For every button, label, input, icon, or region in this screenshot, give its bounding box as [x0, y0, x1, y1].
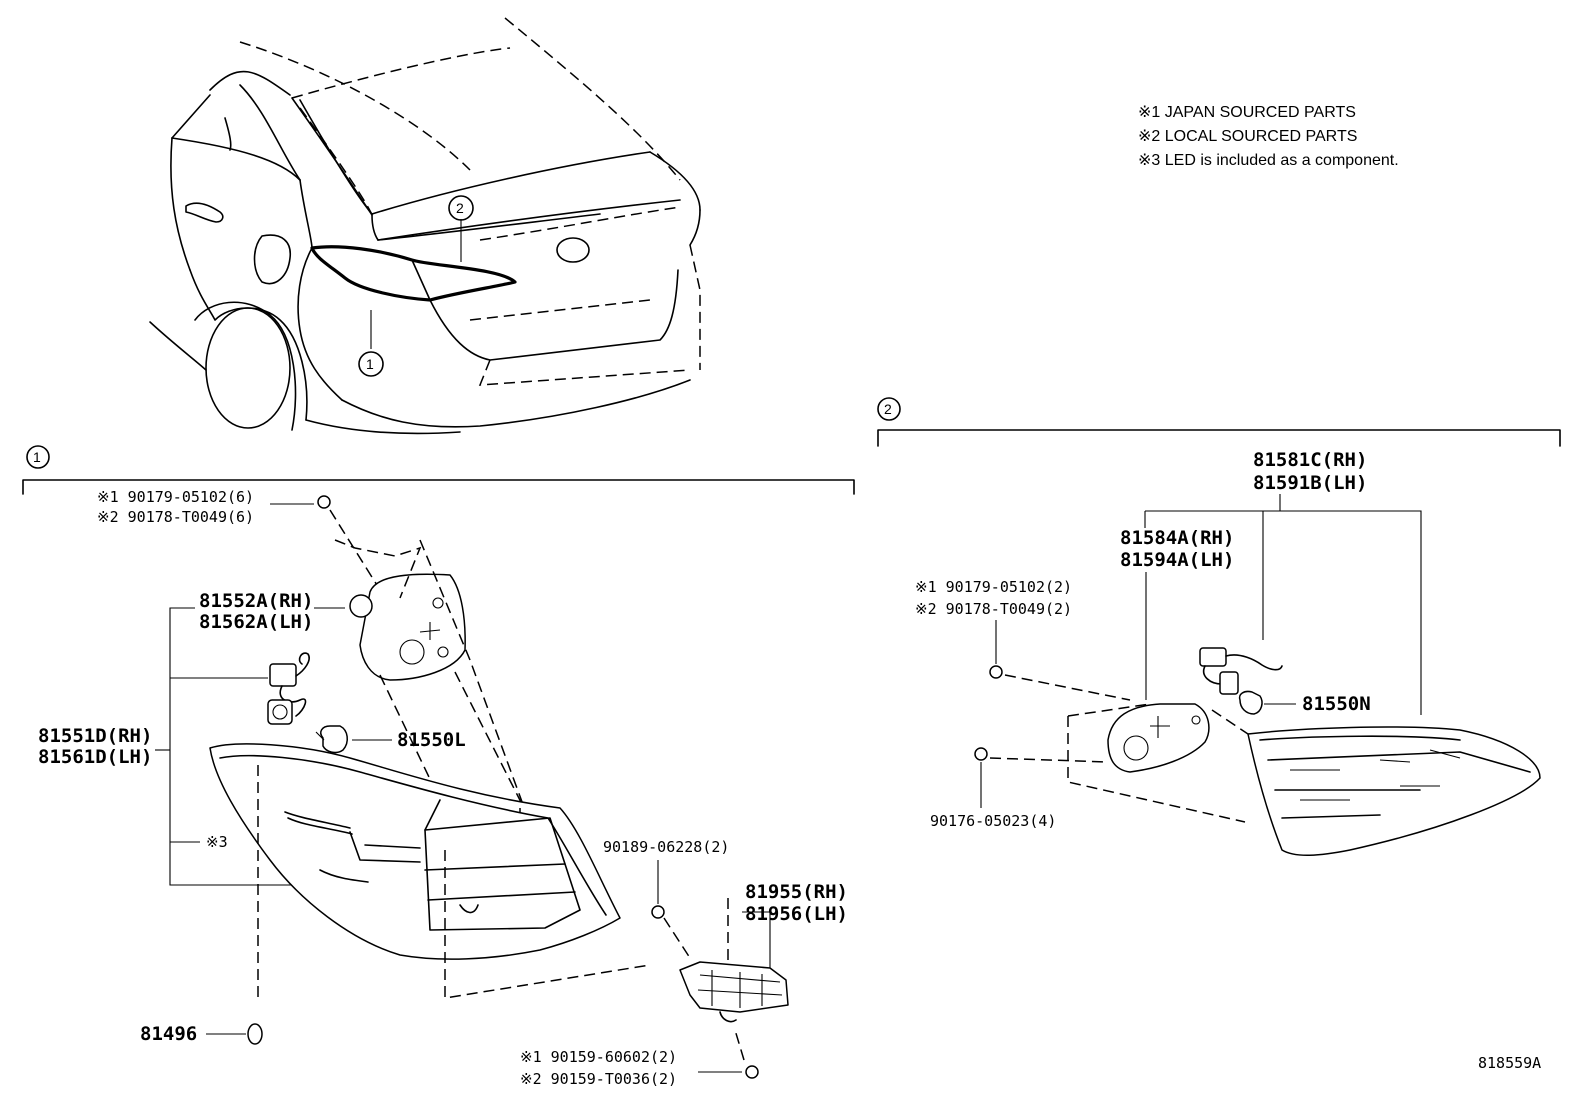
label-bracket-lh: 81956(LH) — [745, 903, 848, 925]
note-local-sourced: ※2 LOCAL SOURCED PARTS — [1138, 128, 1357, 145]
label-screw-top-1: ※1 90179-05102(6) — [97, 488, 254, 506]
bulb-81550L — [315, 725, 348, 754]
label-inner-bulb: 81550N — [1302, 693, 1371, 715]
label-inner-screw-2: ※2 90178-T0049(2) — [915, 600, 1072, 618]
label-bracket-rh: 81955(RH) — [745, 881, 848, 903]
section-2-bracket — [877, 429, 1561, 447]
label-inner-nut: 90176-05023(4) — [930, 812, 1056, 830]
screw-top-part — [317, 495, 331, 509]
note-led-included: ※3 LED is included as a component. — [1138, 152, 1399, 169]
label-socket-rh: 81552A(RH) — [199, 590, 313, 612]
diagram-id: 818559A — [1478, 1054, 1541, 1072]
label-grommet: 81496 — [140, 1023, 197, 1045]
callout-1-circle — [26, 445, 50, 469]
inner-tail-lamp — [1247, 726, 1541, 857]
callout-2-circle — [877, 397, 901, 421]
label-clip-bolt: 90189-06228(2) — [603, 838, 729, 856]
clip-bolt-part — [651, 905, 665, 919]
screw-bottom-part — [745, 1065, 759, 1079]
section-1-bracket — [22, 479, 855, 495]
outer-tail-lamp — [209, 743, 621, 960]
label-inner-lamp-rh: 81581C(RH) — [1253, 449, 1367, 471]
label-bulb-81550L: 81550L — [397, 729, 466, 751]
callout-2-car: 2 — [456, 200, 464, 216]
label-screw-bottom-1: ※1 90159-60602(2) — [520, 1048, 677, 1066]
label-inner-lamp-lh: 81591B(LH) — [1253, 472, 1367, 494]
callout-1-car: 1 — [366, 356, 374, 372]
cover-gasket — [349, 594, 373, 618]
label-screw-top-2: ※2 90178-T0049(6) — [97, 508, 254, 526]
callout-1-label: 1 — [33, 449, 41, 465]
car-rear-illustration: 1 2 — [149, 17, 701, 435]
label-screw-bottom-2: ※2 90159-T0036(2) — [520, 1070, 677, 1088]
socket-harness — [267, 652, 310, 725]
section-2-inner-lamp: 2 81581C(RH) 81591B(LH) 81584A(RH) 81594… — [877, 397, 1561, 857]
inner-nut-part — [974, 747, 988, 761]
bulb-81550N — [1238, 690, 1263, 715]
label-lamp-rh: 81551D(RH) — [38, 725, 152, 747]
bracket-part — [679, 961, 789, 1023]
inner-socket-harness — [1199, 647, 1283, 715]
notes-legend: ※1 JAPAN SOURCED PARTS ※2 LOCAL SOURCED … — [1138, 104, 1399, 169]
note-japan-sourced: ※1 JAPAN SOURCED PARTS — [1138, 104, 1356, 121]
label-lamp-lh: 81561D(LH) — [38, 746, 152, 768]
label-led-note: ※3 — [206, 833, 228, 851]
label-inner-screw-1: ※1 90179-05102(2) — [915, 578, 1072, 596]
grommet-part — [247, 1023, 263, 1045]
inner-screw-part — [989, 665, 1003, 679]
cover-plate — [359, 573, 466, 681]
label-inner-socket-rh: 81584A(RH) — [1120, 527, 1234, 549]
callout-2-label: 2 — [884, 401, 892, 417]
label-inner-socket-lh: 81594A(LH) — [1120, 549, 1234, 571]
section-1-outer-lamp: 1 ※1 90179-05102(6) ※2 90178-T0049(6) 81… — [22, 445, 855, 1088]
label-socket-lh: 81562A(LH) — [199, 611, 313, 633]
